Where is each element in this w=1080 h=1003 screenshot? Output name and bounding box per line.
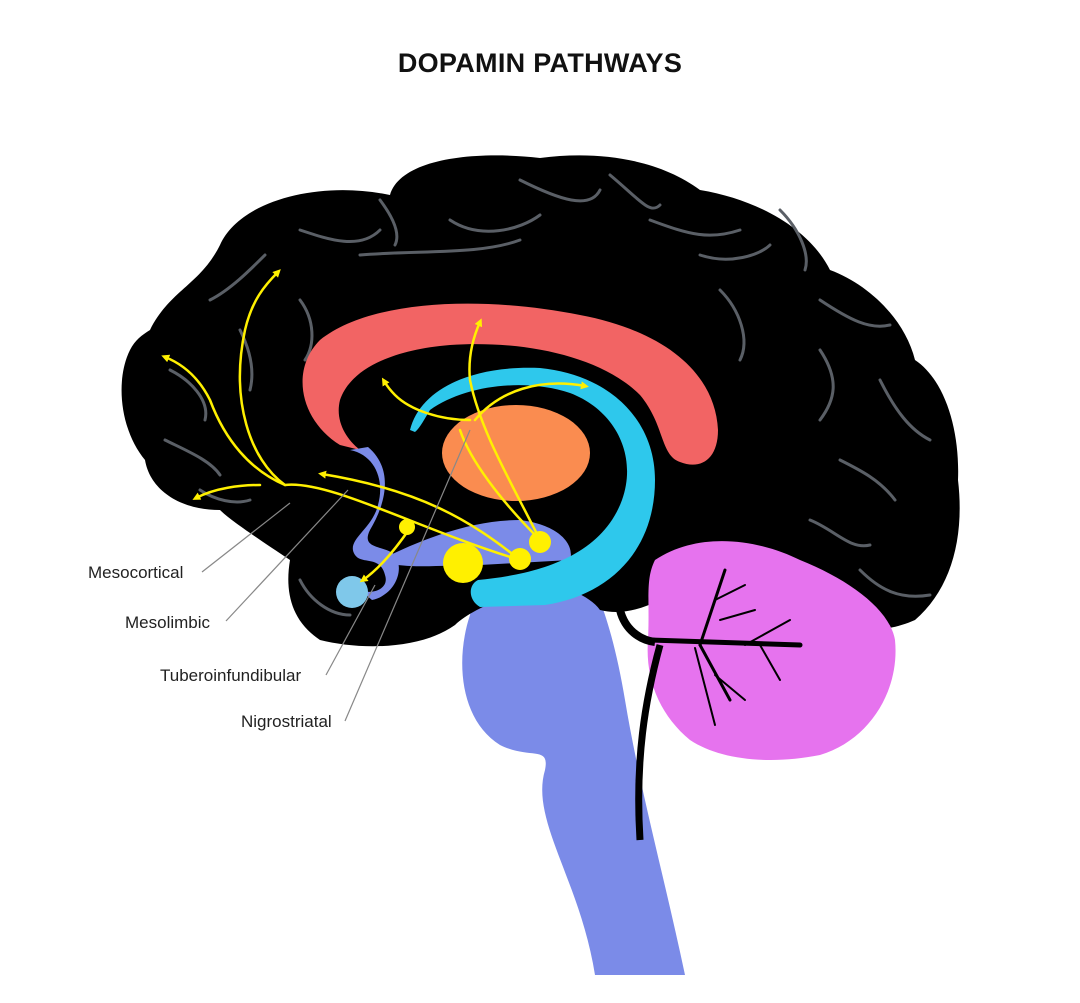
ventral-tegmental-area xyxy=(443,543,483,583)
mesolimbic-leader xyxy=(225,489,349,622)
cerebral-cortex xyxy=(121,155,960,647)
hypothalamus-nucleus xyxy=(399,519,415,535)
corpus-callosum xyxy=(302,303,718,465)
mesocortical-branch-1 xyxy=(161,354,287,487)
cortex-sulci xyxy=(163,173,932,617)
arbor-vitae xyxy=(647,568,803,726)
nigrostriatal-pathway xyxy=(468,318,542,542)
pathway-nuclei xyxy=(399,519,551,583)
substantia-nigra xyxy=(509,548,531,570)
label-mesocortical: Mesocortical xyxy=(88,563,184,582)
dopamine-pathways xyxy=(161,269,589,583)
brainstem xyxy=(462,560,685,975)
mesocortical-leader xyxy=(201,502,291,573)
arcuate-nucleus xyxy=(529,531,551,553)
pituitary-gland xyxy=(336,576,368,608)
thalamus xyxy=(442,405,590,501)
label-mesolimbic: Mesolimbic xyxy=(125,613,211,632)
tuberoinfundibular-leader xyxy=(325,584,376,676)
nigrostriatal-leader xyxy=(344,429,471,722)
leader-lines xyxy=(201,429,471,722)
diagram-title: DOPAMIN PATHWAYS xyxy=(397,48,683,78)
fornix xyxy=(410,367,655,607)
mesocortical-pathway xyxy=(238,269,522,562)
nigrostriatal-branch-2 xyxy=(473,381,589,422)
mesocortical-branch-2 xyxy=(192,483,262,500)
nigrostriatal-loop xyxy=(458,428,542,542)
label-tuberoinfundibular: Tuberoinfundibular xyxy=(160,666,302,685)
label-nigrostriatal: Nigrostriatal xyxy=(241,712,332,731)
spinal-tract-line xyxy=(635,644,664,841)
mesolimbic-pathway xyxy=(318,470,522,562)
nigrostriatal-branch-1 xyxy=(381,377,472,422)
cerebellar-peduncle xyxy=(616,608,656,646)
